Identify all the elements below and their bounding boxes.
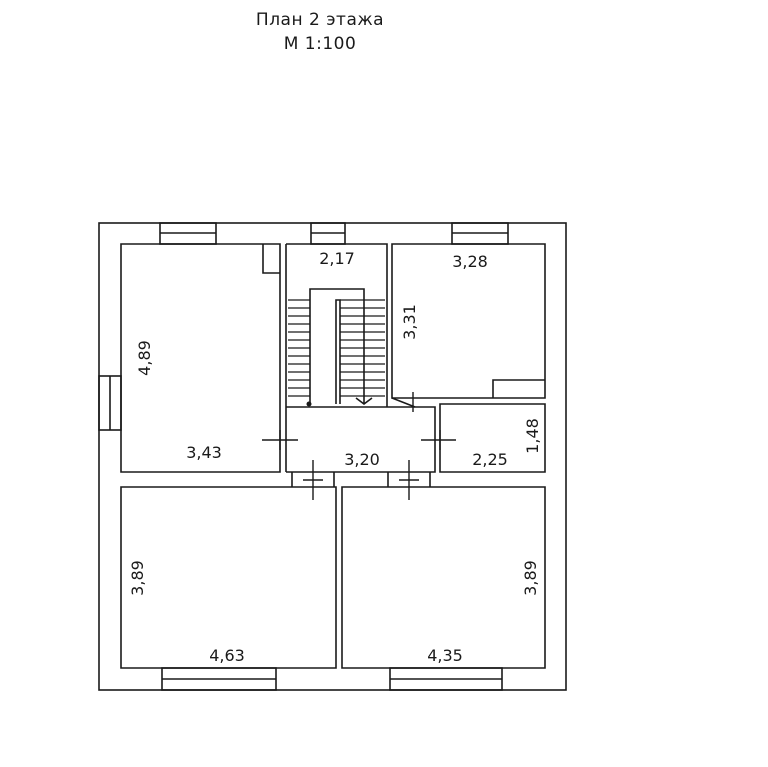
door-mark-nw	[262, 430, 298, 450]
room-nw-depth: 4,89	[135, 340, 154, 376]
plan-scale: М 1:100	[283, 34, 357, 54]
door-mark-sw	[303, 460, 323, 500]
room-sw-width: 4,63	[209, 646, 245, 665]
stair-arrow	[355, 397, 373, 405]
room-sw-depth: 3,89	[128, 560, 147, 596]
plan-title: План 2 этажа	[255, 10, 385, 30]
room-se-width: 4,35	[427, 646, 463, 665]
window-north-1	[159, 222, 217, 245]
room-nw-width: 3,43	[186, 443, 222, 462]
stair-break-line	[391, 397, 416, 408]
doorway-sw	[291, 472, 335, 487]
window-west	[98, 375, 122, 431]
bathroom-depth: 1,48	[523, 418, 542, 454]
room-ne-depth: 3,31	[400, 304, 419, 340]
door-mark-se	[399, 460, 419, 500]
bathroom-width: 2,25	[472, 450, 508, 469]
room-nw-niche	[262, 244, 280, 274]
hall-width: 3,20	[344, 450, 380, 469]
stair-hall-width: 2,17	[319, 249, 355, 268]
window-south-1	[161, 667, 277, 691]
room-se-depth: 3,89	[521, 560, 540, 596]
room-ne-width: 3,28	[452, 252, 488, 271]
room-ne-niche	[492, 379, 545, 398]
stair-treads	[288, 299, 385, 397]
window-south-2	[389, 667, 503, 691]
window-north-2	[310, 222, 346, 245]
window-north-3	[451, 222, 509, 245]
room-se-outline	[341, 486, 546, 669]
stair-handrail	[309, 288, 365, 404]
doorway-se	[387, 472, 431, 487]
room-sw-outline	[120, 486, 337, 669]
stair-start-dot	[306, 401, 312, 407]
door-mark-bath	[421, 430, 456, 450]
